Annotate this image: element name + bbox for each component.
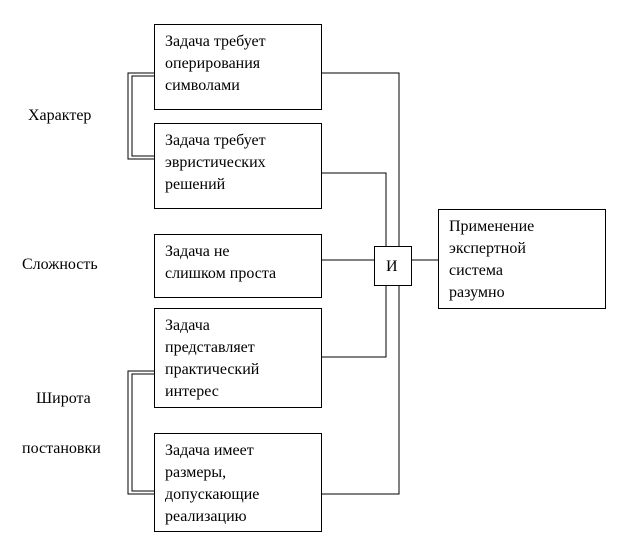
label-complexity: Сложность bbox=[22, 256, 98, 273]
bracket-breadth-outer bbox=[127, 370, 154, 495]
connector-box5 bbox=[321, 286, 400, 495]
condition-text-symbols: Задача требует оперирования символами bbox=[165, 33, 266, 94]
result-box: Применение экспертной система разумно bbox=[438, 209, 606, 309]
condition-box-symbols: Задача требует оперирования символами bbox=[154, 24, 322, 110]
condition-text-not-simple: Задача не слишком проста bbox=[165, 243, 277, 282]
bracket-character-inner bbox=[131, 75, 154, 157]
condition-text-size: Задача имеет размеры, допускающие реализ… bbox=[165, 442, 260, 525]
connector-box2 bbox=[321, 172, 387, 246]
condition-box-not-simple: Задача не слишком проста bbox=[154, 234, 322, 298]
label-character: Характер bbox=[28, 107, 92, 124]
condition-text-heuristic: Задача требует эвристических решений bbox=[165, 132, 266, 193]
condition-box-size: Задача имеет размеры, допускающие реализ… bbox=[154, 433, 322, 532]
condition-text-practical: Задача представляет практический интерес bbox=[165, 317, 260, 400]
condition-box-heuristic: Задача требует эвристических решений bbox=[154, 123, 322, 209]
bracket-breadth-inner bbox=[131, 373, 154, 492]
condition-box-practical: Задача представляет практический интерес bbox=[154, 308, 322, 408]
bracket-character-outer bbox=[127, 72, 154, 160]
connector-box4 bbox=[321, 286, 387, 358]
result-text: Применение экспертной система разумно bbox=[449, 218, 535, 301]
connector-box1 bbox=[321, 72, 400, 246]
label-breadth-line1: Широта bbox=[36, 390, 91, 407]
label-breadth-line2: постановки bbox=[22, 440, 101, 457]
and-gate-label: И bbox=[386, 258, 398, 275]
and-gate: И bbox=[374, 246, 412, 286]
